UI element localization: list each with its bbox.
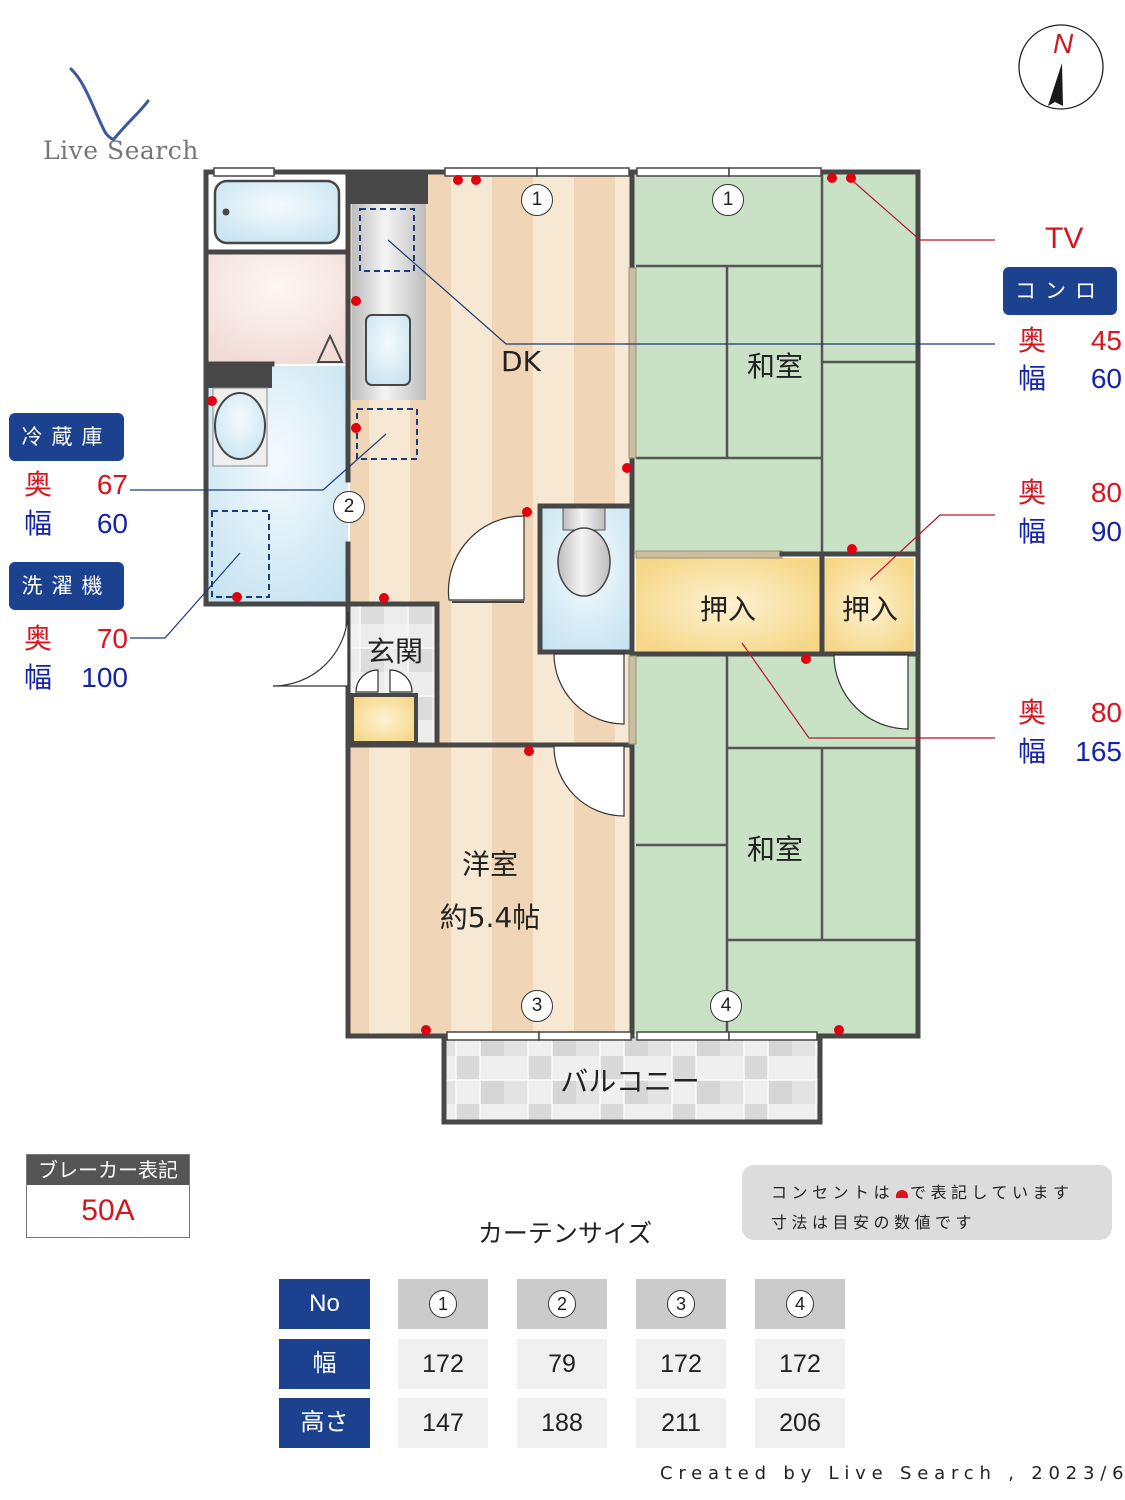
- col-no-1: 1: [398, 1279, 488, 1329]
- note-outlet-text-after: で表記しています: [910, 1183, 1074, 1202]
- room-label-oshiire-small: 押入: [841, 593, 898, 626]
- room-label-washitsu-top: 和室: [746, 350, 803, 383]
- col-no-2: 2: [517, 1279, 607, 1329]
- room-label-oshiire-large: 押入: [699, 593, 756, 626]
- cell-width-3: 172: [636, 1339, 726, 1389]
- window-marker-2: 2: [333, 491, 365, 523]
- stove-tag: コンロ: [1003, 267, 1117, 315]
- note-dimension-text: 寸法は目安の数値です: [771, 1213, 977, 1232]
- cell-height-2: 188: [517, 1398, 607, 1448]
- window-marker-4: 4: [710, 990, 742, 1022]
- col-no-3: 3: [636, 1279, 726, 1329]
- note-outlet-text: コンセントは: [771, 1183, 895, 1202]
- room-size-yoshitsu: 約5.4帖: [439, 901, 541, 934]
- window-marker-3: 3: [521, 990, 553, 1022]
- col-no-4: 4: [755, 1279, 845, 1329]
- compass-icon: [1018, 24, 1104, 110]
- breaker-box: ブレーカー表記 50A: [26, 1154, 190, 1238]
- cell-width-4: 172: [755, 1339, 845, 1389]
- room-label-genkan: 玄関: [366, 635, 423, 668]
- room-label-balcony: バルコニー: [560, 1065, 700, 1098]
- room-label-washitsu-bottom: 和室: [746, 833, 803, 866]
- curtain-size-title: カーテンサイズ: [477, 1219, 653, 1248]
- window-marker-1-washitsu: 1: [712, 184, 744, 216]
- outlet-icon: [896, 1189, 909, 1198]
- cell-height-3: 211: [636, 1398, 726, 1448]
- cell-width-2: 79: [517, 1339, 607, 1389]
- room-label-yoshitsu: 洋室: [461, 848, 518, 881]
- breaker-title: ブレーカー表記: [27, 1155, 189, 1185]
- tv-label: TV: [1045, 222, 1084, 255]
- breaker-value: 50A: [81, 1194, 135, 1227]
- logo-swoosh-icon: [69, 67, 150, 141]
- row-header-width: 幅: [279, 1339, 370, 1389]
- logo-text: Live Search: [43, 136, 199, 165]
- window-marker-1-dk: 1: [521, 184, 553, 216]
- washer-tag: 洗濯機: [9, 562, 124, 610]
- compass-north-label: N: [1053, 28, 1074, 59]
- cell-height-1: 147: [398, 1398, 488, 1448]
- cell-height-4: 206: [755, 1398, 845, 1448]
- fridge-tag: 冷蔵庫: [9, 413, 124, 461]
- row-header-no: No: [279, 1279, 370, 1329]
- room-label-dk: DK: [501, 345, 541, 378]
- row-header-height: 高さ: [279, 1398, 370, 1448]
- legend-note: コンセントはで表記しています 寸法は目安の数値です: [742, 1165, 1112, 1240]
- footer-credit: Created by Live Search , 2023/6: [660, 1463, 1125, 1484]
- cell-width-1: 172: [398, 1339, 488, 1389]
